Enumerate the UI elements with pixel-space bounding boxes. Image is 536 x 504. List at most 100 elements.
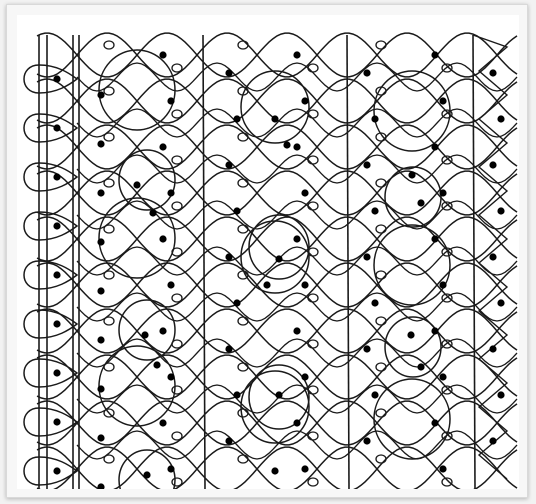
crossing-loop — [238, 179, 248, 187]
crossing-loop — [172, 110, 182, 118]
crossing-loop — [104, 41, 114, 49]
pinhole-dot — [271, 467, 278, 474]
crossing-loop — [172, 478, 182, 486]
pinhole-dot — [97, 238, 104, 245]
pinhole-dot — [233, 299, 240, 306]
crossing-loop — [172, 156, 182, 164]
pinhole-dot — [97, 91, 104, 98]
pinhole-dot — [431, 327, 438, 334]
pinhole-dot — [371, 207, 378, 214]
crossing-loop — [376, 225, 386, 233]
image-frame — [6, 4, 528, 498]
pinhole-dot — [371, 299, 378, 306]
pinhole-dot — [225, 253, 232, 260]
pinhole-dot — [53, 467, 60, 474]
crossing-loop — [104, 179, 114, 187]
pinhole-dot — [439, 373, 446, 380]
pinhole-dot — [225, 69, 232, 76]
ground-ring — [374, 225, 450, 305]
crossing-loop — [376, 317, 386, 325]
crossing-loop — [104, 87, 114, 95]
pinhole-dot — [159, 419, 166, 426]
lace-pattern-drawing — [17, 15, 519, 489]
ground-ring — [99, 50, 175, 130]
pinhole-dot — [167, 281, 174, 288]
pinhole-dot — [439, 465, 446, 472]
pinhole-dot — [159, 51, 166, 58]
crossing-loop — [376, 455, 386, 463]
guide-line — [203, 35, 205, 489]
pinhole-dot — [293, 51, 300, 58]
crossing-loop — [308, 202, 318, 210]
pinhole-dot — [363, 161, 370, 168]
guide-lines — [39, 35, 475, 489]
pinhole-dot — [497, 299, 504, 306]
crossing-loop — [238, 409, 248, 417]
footside-loop — [24, 212, 77, 240]
pinhole-dot — [439, 281, 446, 288]
pinhole-dot — [97, 336, 104, 343]
crossing-loop — [238, 225, 248, 233]
pinhole-dot — [233, 207, 240, 214]
pinhole-dot — [97, 483, 104, 489]
crossing-loop — [376, 363, 386, 371]
pinhole-dot — [167, 189, 174, 196]
pinhole-dot — [271, 115, 278, 122]
pinhole-dot — [301, 373, 308, 380]
crossing-loop — [308, 478, 318, 486]
crossing-loop — [104, 455, 114, 463]
pinhole-dot — [225, 437, 232, 444]
crossing-loop — [308, 340, 318, 348]
crossing-loop — [308, 432, 318, 440]
pinhole-dot — [97, 287, 104, 294]
crossing-loop — [308, 64, 318, 72]
pinhole-dot — [233, 115, 240, 122]
crossing-loop — [238, 363, 248, 371]
pinhole-dot — [497, 115, 504, 122]
pinhole-dot — [53, 75, 60, 82]
crossing-loop — [376, 271, 386, 279]
pinhole-dot — [97, 140, 104, 147]
pinhole-dot — [363, 253, 370, 260]
crossing-loop — [172, 340, 182, 348]
pinhole-dot — [53, 173, 60, 180]
crossing-loop — [308, 156, 318, 164]
pinhole-dot — [167, 465, 174, 472]
pinhole-dot — [293, 143, 300, 150]
pinhole-dot — [489, 69, 496, 76]
crossing-loop — [172, 294, 182, 302]
pinhole-dot — [489, 437, 496, 444]
pinhole-dot — [363, 345, 370, 352]
pinhole-dot — [301, 189, 308, 196]
pinhole-dot — [439, 97, 446, 104]
pinhole-dot — [133, 181, 140, 188]
pinhole-dot — [497, 391, 504, 398]
pinhole-dot — [293, 235, 300, 242]
pinhole-dot — [363, 437, 370, 444]
pinhole-dot — [53, 124, 60, 131]
crossing-loop — [104, 317, 114, 325]
pinhole-dot — [97, 385, 104, 392]
pinhole-dot — [371, 391, 378, 398]
crossing-loop — [308, 294, 318, 302]
pinhole-dot — [233, 391, 240, 398]
pinhole-dot — [283, 141, 290, 148]
pinhole-dot — [489, 161, 496, 168]
pinhole-dot — [149, 209, 156, 216]
footside-loop — [24, 310, 77, 338]
pinhole-dot — [53, 369, 60, 376]
pinhole-dot — [263, 281, 270, 288]
pinhole-dot — [301, 281, 308, 288]
pinhole-dot — [439, 189, 446, 196]
pinhole-dot — [167, 373, 174, 380]
pinhole-dot — [497, 207, 504, 214]
crossing-loop — [104, 133, 114, 141]
pinhole-dot — [53, 271, 60, 278]
crossing-loop — [172, 202, 182, 210]
pinhole-dot — [225, 161, 232, 168]
pinhole-dot — [431, 419, 438, 426]
footside-loop — [24, 163, 77, 191]
ground-ring — [374, 379, 450, 459]
crossing-loop — [376, 409, 386, 417]
pinhole-dot — [431, 51, 438, 58]
